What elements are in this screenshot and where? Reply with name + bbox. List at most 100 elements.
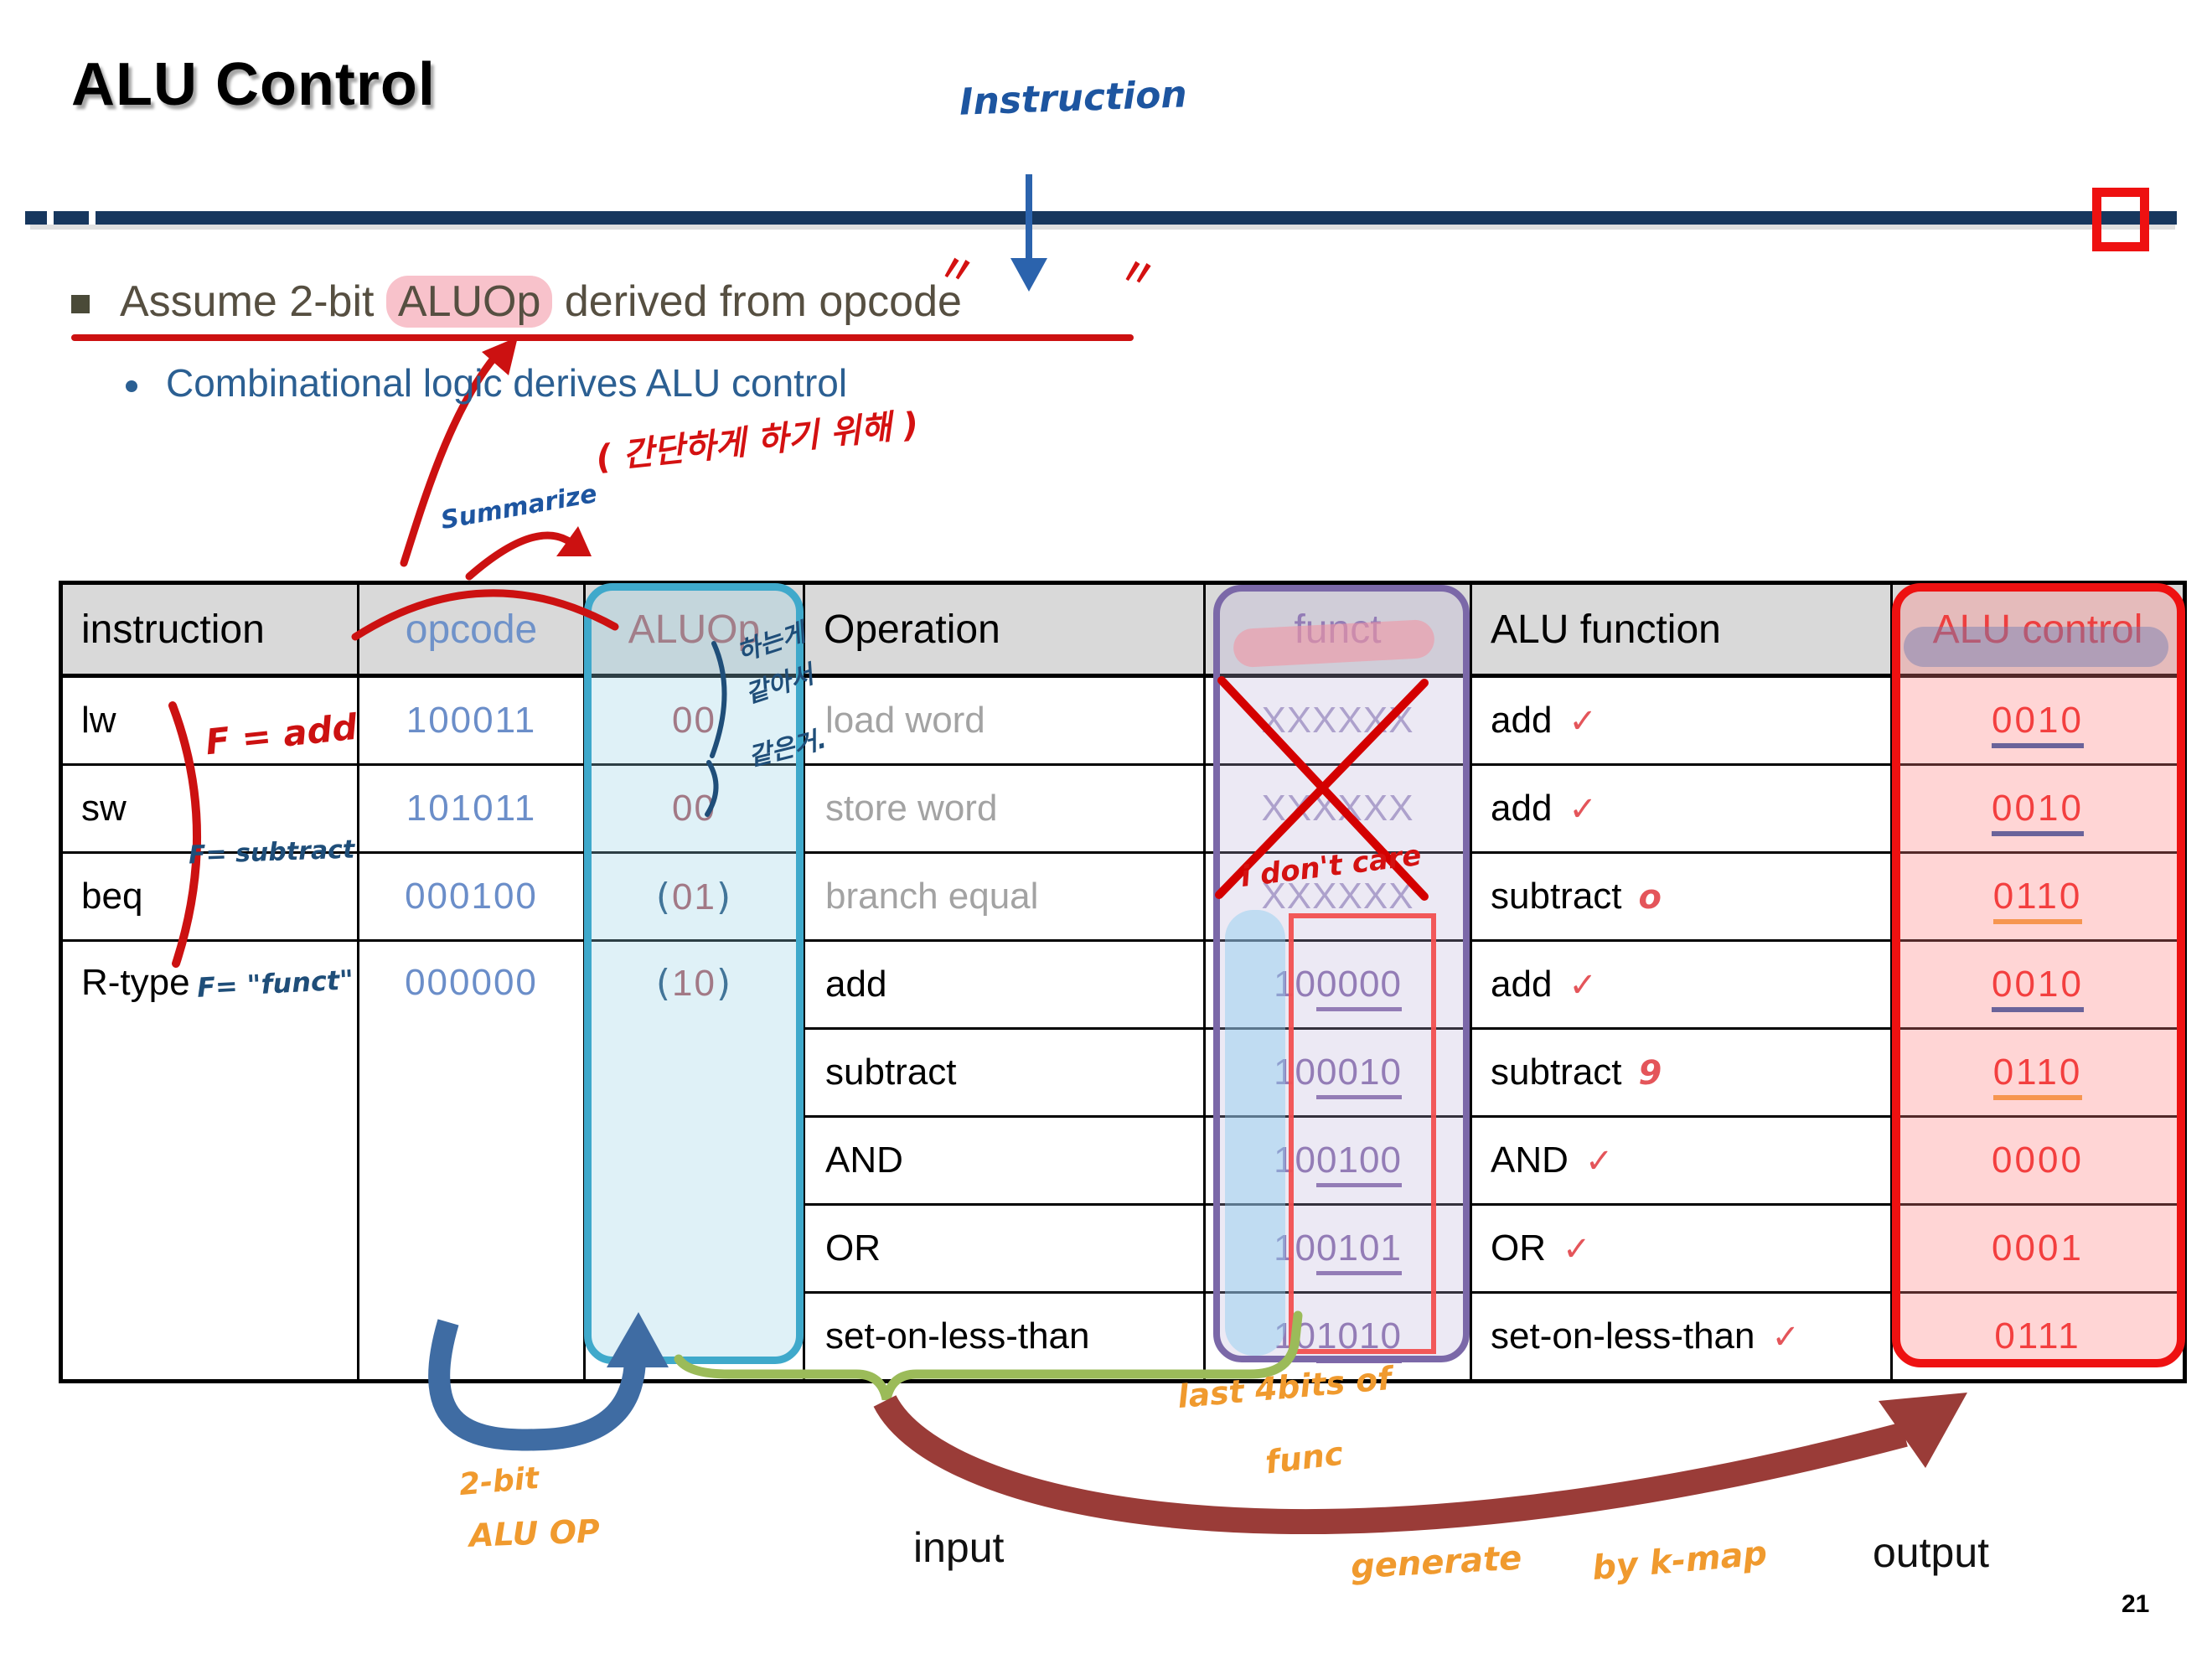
instruction-down-arrow: [1010, 174, 1047, 292]
cell-alu-function: AND✓: [1470, 1115, 1893, 1206]
col-header-operation: Operation: [803, 581, 1206, 678]
hw-func-label: func: [1263, 1434, 1346, 1481]
cell-funct: 100100: [1203, 1115, 1472, 1206]
cell-opcode: 000000: [357, 939, 586, 1382]
hw-instruction-label: Instruction: [959, 73, 1188, 124]
cell-operation: OR: [803, 1203, 1206, 1294]
handwritten-check-mark: ✓: [1569, 702, 1597, 741]
cell-funct: XXXXXX: [1203, 674, 1472, 766]
cell-alu-control: 0001: [1890, 1203, 2186, 1294]
col-header-alu-control: ALU control: [1890, 581, 2186, 678]
cell-funct: 100010: [1203, 1027, 1472, 1118]
cell-funct: 100101: [1203, 1203, 1472, 1294]
output-label: output: [1873, 1529, 1990, 1576]
cell-alu-function: OR✓: [1470, 1203, 1893, 1294]
cell-aluop: (10): [583, 939, 805, 1382]
cell-alu-control: 0000: [1890, 1115, 2186, 1206]
hw-f-subtract-note: F= subtract: [188, 835, 355, 871]
bullet-dot-icon: [126, 380, 137, 392]
handwritten-check-mark: ✓: [1569, 790, 1597, 829]
red-quote-mark: 〃: [934, 244, 980, 296]
handwritten-check-mark: ✓: [1569, 966, 1597, 1005]
cell-opcode: 000100: [357, 851, 586, 942]
funct-blue-highlighter-band: [1225, 910, 1285, 1356]
alu-control-table: instructionopcodeALUOpOperationfunctALU …: [59, 581, 2187, 1383]
cell-operation: AND: [803, 1115, 1206, 1206]
sub-bullet-text: Combinational logic derives ALU control: [166, 361, 848, 405]
handwritten-check-mark: ✓: [1563, 1230, 1591, 1269]
bullet-line: Assume 2-bit ALUOp derived from opcode: [71, 276, 962, 328]
cell-operation: store word: [803, 763, 1206, 854]
last-4bits-red-box: [1289, 913, 1436, 1354]
cell-operation: set-on-less-than: [803, 1291, 1206, 1382]
cell-instruction: beq: [59, 851, 359, 942]
aluop-highlight: ALUOp: [385, 276, 553, 328]
cell-alu-control: 0010: [1890, 939, 2186, 1030]
bullet-square-icon: [71, 295, 90, 313]
cell-alu-function: set-on-less-than✓: [1470, 1291, 1893, 1382]
hw-2bit-label: 2-bit: [457, 1460, 540, 1503]
page-title: ALU Control: [71, 51, 436, 118]
rule-shadow: [30, 225, 2175, 230]
handwritten-check-mark: ✓: [1771, 1318, 1800, 1357]
handwritten-check-mark: o: [1638, 878, 1662, 917]
handwritten-check-mark: ✓: [1584, 1142, 1614, 1181]
rule-dash: [54, 211, 89, 225]
red-square-annotation: [2092, 188, 2149, 251]
handwritten-check-mark: 9: [1638, 1054, 1662, 1093]
cell-instruction: sw: [59, 763, 359, 854]
col-header-instruction: instruction: [59, 581, 359, 678]
bullet-quoted: opcode: [819, 277, 962, 326]
col-header-opcode: opcode: [357, 581, 586, 678]
hw-by-kmap-label: by k-map: [1590, 1533, 1769, 1589]
red-underline-annotation: [71, 334, 1134, 341]
cell-alu-function: add✓: [1470, 674, 1893, 766]
cell-alu-control: 0110: [1890, 851, 2186, 942]
cell-opcode: 100011: [357, 674, 586, 766]
cell-alu-control: 0010: [1890, 674, 2186, 766]
table-header-row: instructionopcodeALUOpOperationfunctALU …: [59, 581, 2186, 678]
cell-alu-control: 0010: [1890, 763, 2186, 854]
page-number: 21: [2122, 1590, 2150, 1618]
col-header-aluop: ALUOp: [583, 581, 805, 678]
hw-summarize-label: Summarize: [438, 478, 600, 536]
hw-korean-note: ( 간단하게 하기 위해 ): [594, 405, 921, 478]
cell-operation: branch equal: [803, 851, 1206, 942]
cell-opcode: 101011: [357, 763, 586, 854]
red-quote-mark: 〃: [1115, 247, 1161, 299]
cell-aluop: 00: [583, 763, 805, 854]
cell-funct: 100000: [1203, 939, 1472, 1030]
bullet-pre: Assume 2-bit: [120, 277, 386, 326]
cell-funct: XXXXXX: [1203, 763, 1472, 854]
bullet-mid: derived from: [552, 277, 819, 326]
cell-instruction: R-type: [59, 939, 359, 1382]
cell-alu-function: add✓: [1470, 763, 1893, 854]
hw-generate-label: generate: [1349, 1538, 1523, 1587]
sub-bullet-line: Combinational logic derives ALU control: [126, 360, 847, 406]
cell-alu-control: 0111: [1890, 1291, 2186, 1382]
input-label: input: [913, 1524, 1005, 1571]
cell-instruction: lw: [59, 674, 359, 766]
cell-aluop: 00: [583, 674, 805, 766]
cell-alu-control: 0110: [1890, 1027, 2186, 1118]
col-header-alu-function: ALU function: [1470, 581, 1893, 678]
dark-red-output-arrow: [873, 1393, 1967, 1534]
red-summarize-arrow: [465, 526, 592, 581]
cell-operation: subtract: [803, 1027, 1206, 1118]
cell-alu-function: add✓: [1470, 939, 1893, 1030]
cell-aluop: (01): [583, 851, 805, 942]
cell-operation: add: [803, 939, 1206, 1030]
rule-dash: [25, 211, 47, 225]
cell-operation: load word: [803, 674, 1206, 766]
alu-control-header-highlight: [1904, 627, 2168, 667]
